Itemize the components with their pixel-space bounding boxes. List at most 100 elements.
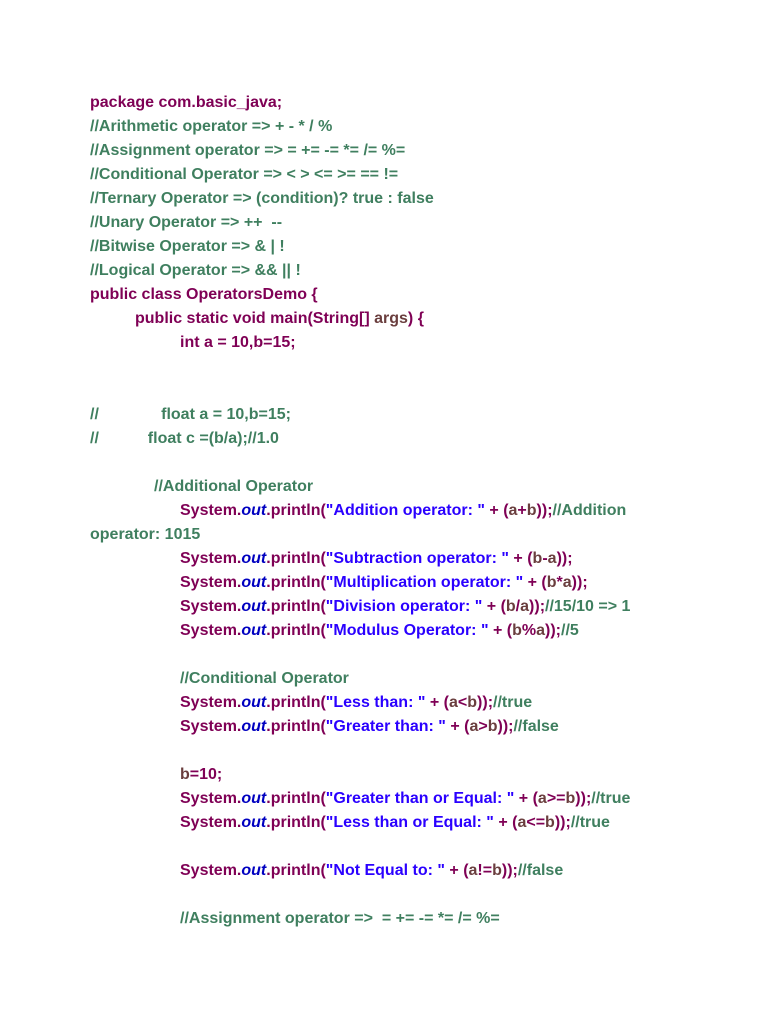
code-line: b=10; bbox=[0, 763, 768, 787]
code-token-string: "Greater than: " bbox=[325, 718, 446, 735]
code-token-keyword: public class OperatorsDemo { bbox=[90, 286, 318, 303]
code-token-keyword: .println( bbox=[266, 718, 326, 735]
code-token-keyword: public static void main(String[] bbox=[135, 310, 375, 327]
code-token-comment: //Conditional Operator bbox=[180, 670, 349, 687]
code-token-comment: //15/10 => 1 bbox=[545, 598, 631, 615]
code-token-keyword: + bbox=[517, 502, 527, 519]
code-token-keyword: + ( bbox=[508, 550, 533, 567]
code-token-keyword: != bbox=[477, 862, 493, 879]
code-line: System.out.println("Addition operator: "… bbox=[0, 499, 768, 523]
code-token-var: b bbox=[546, 574, 557, 591]
code-line: System.out.println("Modulus Operator: " … bbox=[0, 619, 768, 643]
code-token-keyword: int bbox=[180, 334, 204, 351]
code-token-keyword: + ( bbox=[445, 718, 470, 735]
code-token-keyword: a = 10,b=15; bbox=[204, 334, 296, 351]
code-token-var: a bbox=[547, 550, 557, 567]
code-token-field: out bbox=[241, 502, 267, 519]
code-token-string: "Less than or Equal: " bbox=[325, 814, 494, 831]
code-token-var: a bbox=[562, 574, 572, 591]
code-line: // float c =(b/a);//1.0 bbox=[0, 427, 768, 451]
code-token-keyword: + ( bbox=[493, 814, 518, 831]
code-token-field: out bbox=[241, 598, 267, 615]
code-line: operator: 1015 bbox=[0, 523, 768, 547]
code-token-string: "Less than: " bbox=[325, 694, 426, 711]
code-token-keyword: * bbox=[556, 574, 563, 591]
code-line: System.out.println("Multiplication opera… bbox=[0, 571, 768, 595]
code-token-keyword: + ( bbox=[484, 502, 509, 519]
code-token-comment: operator: 1015 bbox=[90, 526, 201, 543]
code-token-keyword: package com.basic_java; bbox=[90, 94, 283, 111]
code-token-string: "Greater than or Equal: " bbox=[325, 790, 515, 807]
code-token-var: args bbox=[374, 310, 408, 327]
code-token-keyword: )); bbox=[571, 574, 588, 591]
code-line: // float a = 10,b=15; bbox=[0, 403, 768, 427]
code-line: //Assignment operator => = += -= *= /= %… bbox=[0, 907, 768, 931]
code-token-keyword: )); bbox=[529, 598, 546, 615]
code-token-var: a bbox=[520, 598, 530, 615]
code-token-keyword: + ( bbox=[444, 862, 469, 879]
code-token-field: out bbox=[241, 694, 267, 711]
code-token-keyword: >= bbox=[546, 790, 566, 807]
code-token-keyword: .println( bbox=[266, 502, 326, 519]
code-token-comment: // float a = 10,b=15; bbox=[90, 406, 291, 423]
code-token-var: b bbox=[505, 598, 516, 615]
code-token-var: b bbox=[532, 550, 543, 567]
code-token-var: a bbox=[537, 790, 547, 807]
code-token-keyword: System. bbox=[180, 790, 242, 807]
code-line: //Ternary Operator => (condition)? true … bbox=[0, 187, 768, 211]
code-line: System.out.println("Less than: " + (a<b)… bbox=[0, 691, 768, 715]
code-token-keyword: )); bbox=[497, 718, 514, 735]
code-token-keyword: System. bbox=[180, 622, 242, 639]
code-token-keyword: ) { bbox=[407, 310, 424, 327]
code-line: System.out.println("Not Equal to: " + (a… bbox=[0, 859, 768, 883]
code-token-keyword: .println( bbox=[266, 622, 326, 639]
code-line: int a = 10,b=15; bbox=[0, 331, 768, 355]
code-line: //Logical Operator => && || ! bbox=[0, 259, 768, 283]
code-token-var: b bbox=[512, 622, 522, 639]
code-token-field: out bbox=[241, 790, 267, 807]
code-token-keyword: > bbox=[478, 718, 488, 735]
code-token-string: "Subtraction operator: " bbox=[325, 550, 509, 567]
code-token-keyword: .println( bbox=[266, 694, 326, 711]
code-token-keyword: <= bbox=[526, 814, 546, 831]
code-token-keyword: .println( bbox=[266, 550, 326, 567]
code-token-var: a bbox=[469, 718, 479, 735]
code-line: public class OperatorsDemo { bbox=[0, 283, 768, 307]
code-token-comment: //Assignment operator => = += -= *= /= %… bbox=[90, 142, 406, 159]
code-token-keyword: )); bbox=[575, 790, 592, 807]
code-token-keyword: )); bbox=[536, 502, 553, 519]
code-token-keyword: )); bbox=[501, 862, 518, 879]
code-token-comment: //Logical Operator => && || ! bbox=[90, 262, 301, 279]
code-line: System.out.println("Greater than: " + (a… bbox=[0, 715, 768, 739]
code-token-comment: //false bbox=[513, 718, 559, 735]
code-token-keyword: + ( bbox=[425, 694, 449, 711]
code-token-comment: //Arithmetic operator => + - * / % bbox=[90, 118, 333, 135]
code-token-var: b bbox=[180, 766, 190, 783]
code-token-keyword: .println( bbox=[266, 814, 326, 831]
code-token-keyword: )); bbox=[554, 814, 571, 831]
code-token-var: a bbox=[508, 502, 518, 519]
code-line: System.out.println("Greater than or Equa… bbox=[0, 787, 768, 811]
code-token-comment: //Ternary Operator => (condition)? true … bbox=[90, 190, 434, 207]
code-line: public static void main(String[] args) { bbox=[0, 307, 768, 331]
code-token-keyword: + ( bbox=[482, 598, 506, 615]
code-token-comment: // float c =(b/a);//1.0 bbox=[90, 430, 279, 447]
code-token-keyword: System. bbox=[180, 550, 242, 567]
code-token-keyword: .println( bbox=[266, 598, 326, 615]
code-token-comment: //5 bbox=[561, 622, 579, 639]
code-token-comment: //Assignment operator => = += -= *= /= %… bbox=[180, 910, 500, 927]
code-token-keyword: + ( bbox=[514, 790, 538, 807]
code-token-keyword: .println( bbox=[266, 862, 326, 879]
code-token-string: "Not Equal to: " bbox=[325, 862, 445, 879]
code-token-field: out bbox=[241, 622, 267, 639]
code-line: //Conditional Operator bbox=[0, 667, 768, 691]
code-token-string: "Addition operator: " bbox=[325, 502, 485, 519]
code-token-keyword: )); bbox=[556, 550, 573, 567]
code-token-keyword: % bbox=[521, 622, 537, 639]
code-token-var: b bbox=[492, 862, 502, 879]
code-token-comment: //Addition bbox=[552, 502, 627, 519]
code-token-comment: //true bbox=[570, 814, 610, 831]
code-token-keyword: / bbox=[515, 598, 521, 615]
code-line: //Assignment operator => = += -= *= /= %… bbox=[0, 139, 768, 163]
code-line: System.out.println("Division operator: "… bbox=[0, 595, 768, 619]
